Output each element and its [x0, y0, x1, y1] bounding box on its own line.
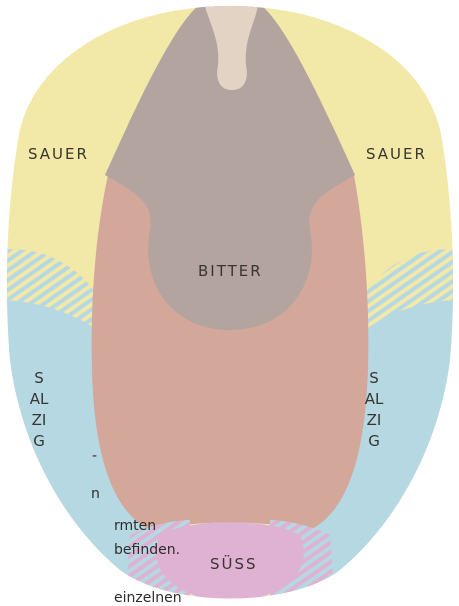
bitter-label: BITTER [198, 262, 263, 280]
background-text-line: - [92, 448, 97, 464]
background-text-line: befinden. [114, 542, 180, 558]
salty-label-right: SALZIG [364, 368, 384, 452]
sour-label-right: SAUER [366, 145, 427, 163]
salty-label-left: SALZIG [29, 368, 49, 452]
sour-label-left: SAUER [28, 145, 89, 163]
sweet-label: SÜSS [210, 555, 258, 573]
background-text-line: n [91, 486, 100, 502]
background-text-line: rmten [114, 518, 156, 534]
background-text-line: einzelnen [114, 590, 182, 606]
